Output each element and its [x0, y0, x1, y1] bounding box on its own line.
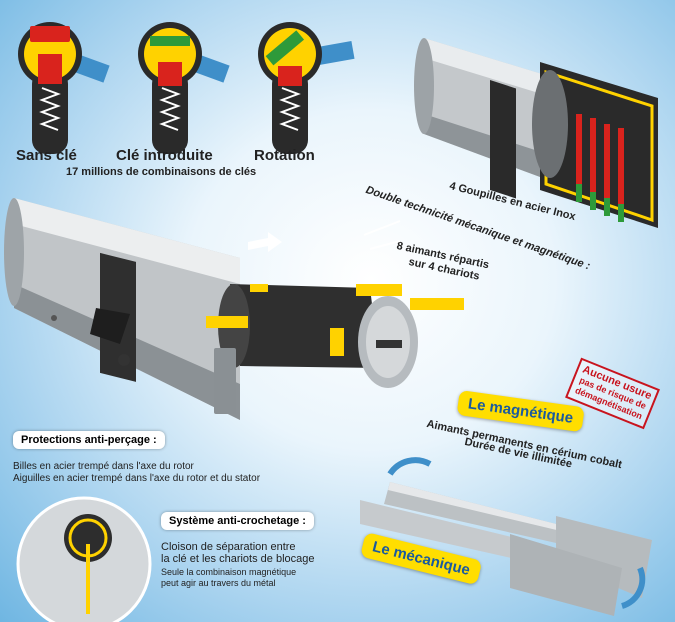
- arrow-icon: [363, 220, 401, 236]
- rotate-arrow-icon: [387, 457, 432, 476]
- direction-arrow-icon: [248, 232, 282, 252]
- combinations-caption: 17 millions de combinaisons de clés: [66, 166, 257, 178]
- anti-pick-inset-image: [16, 496, 152, 622]
- drilling-line2: Aiguilles en acier trempé dans l'axe du …: [13, 473, 261, 484]
- step-label-rotation: Rotation: [254, 147, 315, 164]
- cylinder-cutaway-image: [414, 38, 658, 228]
- step-diagram-cle-introduite: [138, 22, 230, 154]
- drilling-line1: Billes en acier trempé dans l'axe du rot…: [13, 461, 194, 472]
- picking-title: Système anti-crochetage :: [161, 512, 314, 530]
- callout-arrows: [363, 220, 401, 250]
- picking-line3: Seule la combinaison magnétique: [161, 567, 297, 577]
- cylinder-exploded-image: [4, 198, 464, 420]
- steps-diagrams: [18, 22, 355, 154]
- keys-image: [360, 457, 652, 616]
- picking-line1: Cloison de séparation entre: [161, 541, 296, 553]
- step-diagram-rotation: [258, 22, 355, 154]
- picking-line4: peut agir au travers du métal: [161, 578, 276, 588]
- rotate-arrow-icon: [620, 566, 646, 609]
- picking-line2: la clé et les chariots de blocage: [161, 553, 315, 565]
- arrow-icon: [369, 240, 401, 250]
- step-label-cle-introduite: Clé introduite: [116, 147, 213, 164]
- step-label-sans-cle: Sans clé: [16, 147, 77, 164]
- drilling-title: Protections anti-perçage :: [13, 431, 165, 449]
- step-diagram-sans-cle: [18, 22, 110, 154]
